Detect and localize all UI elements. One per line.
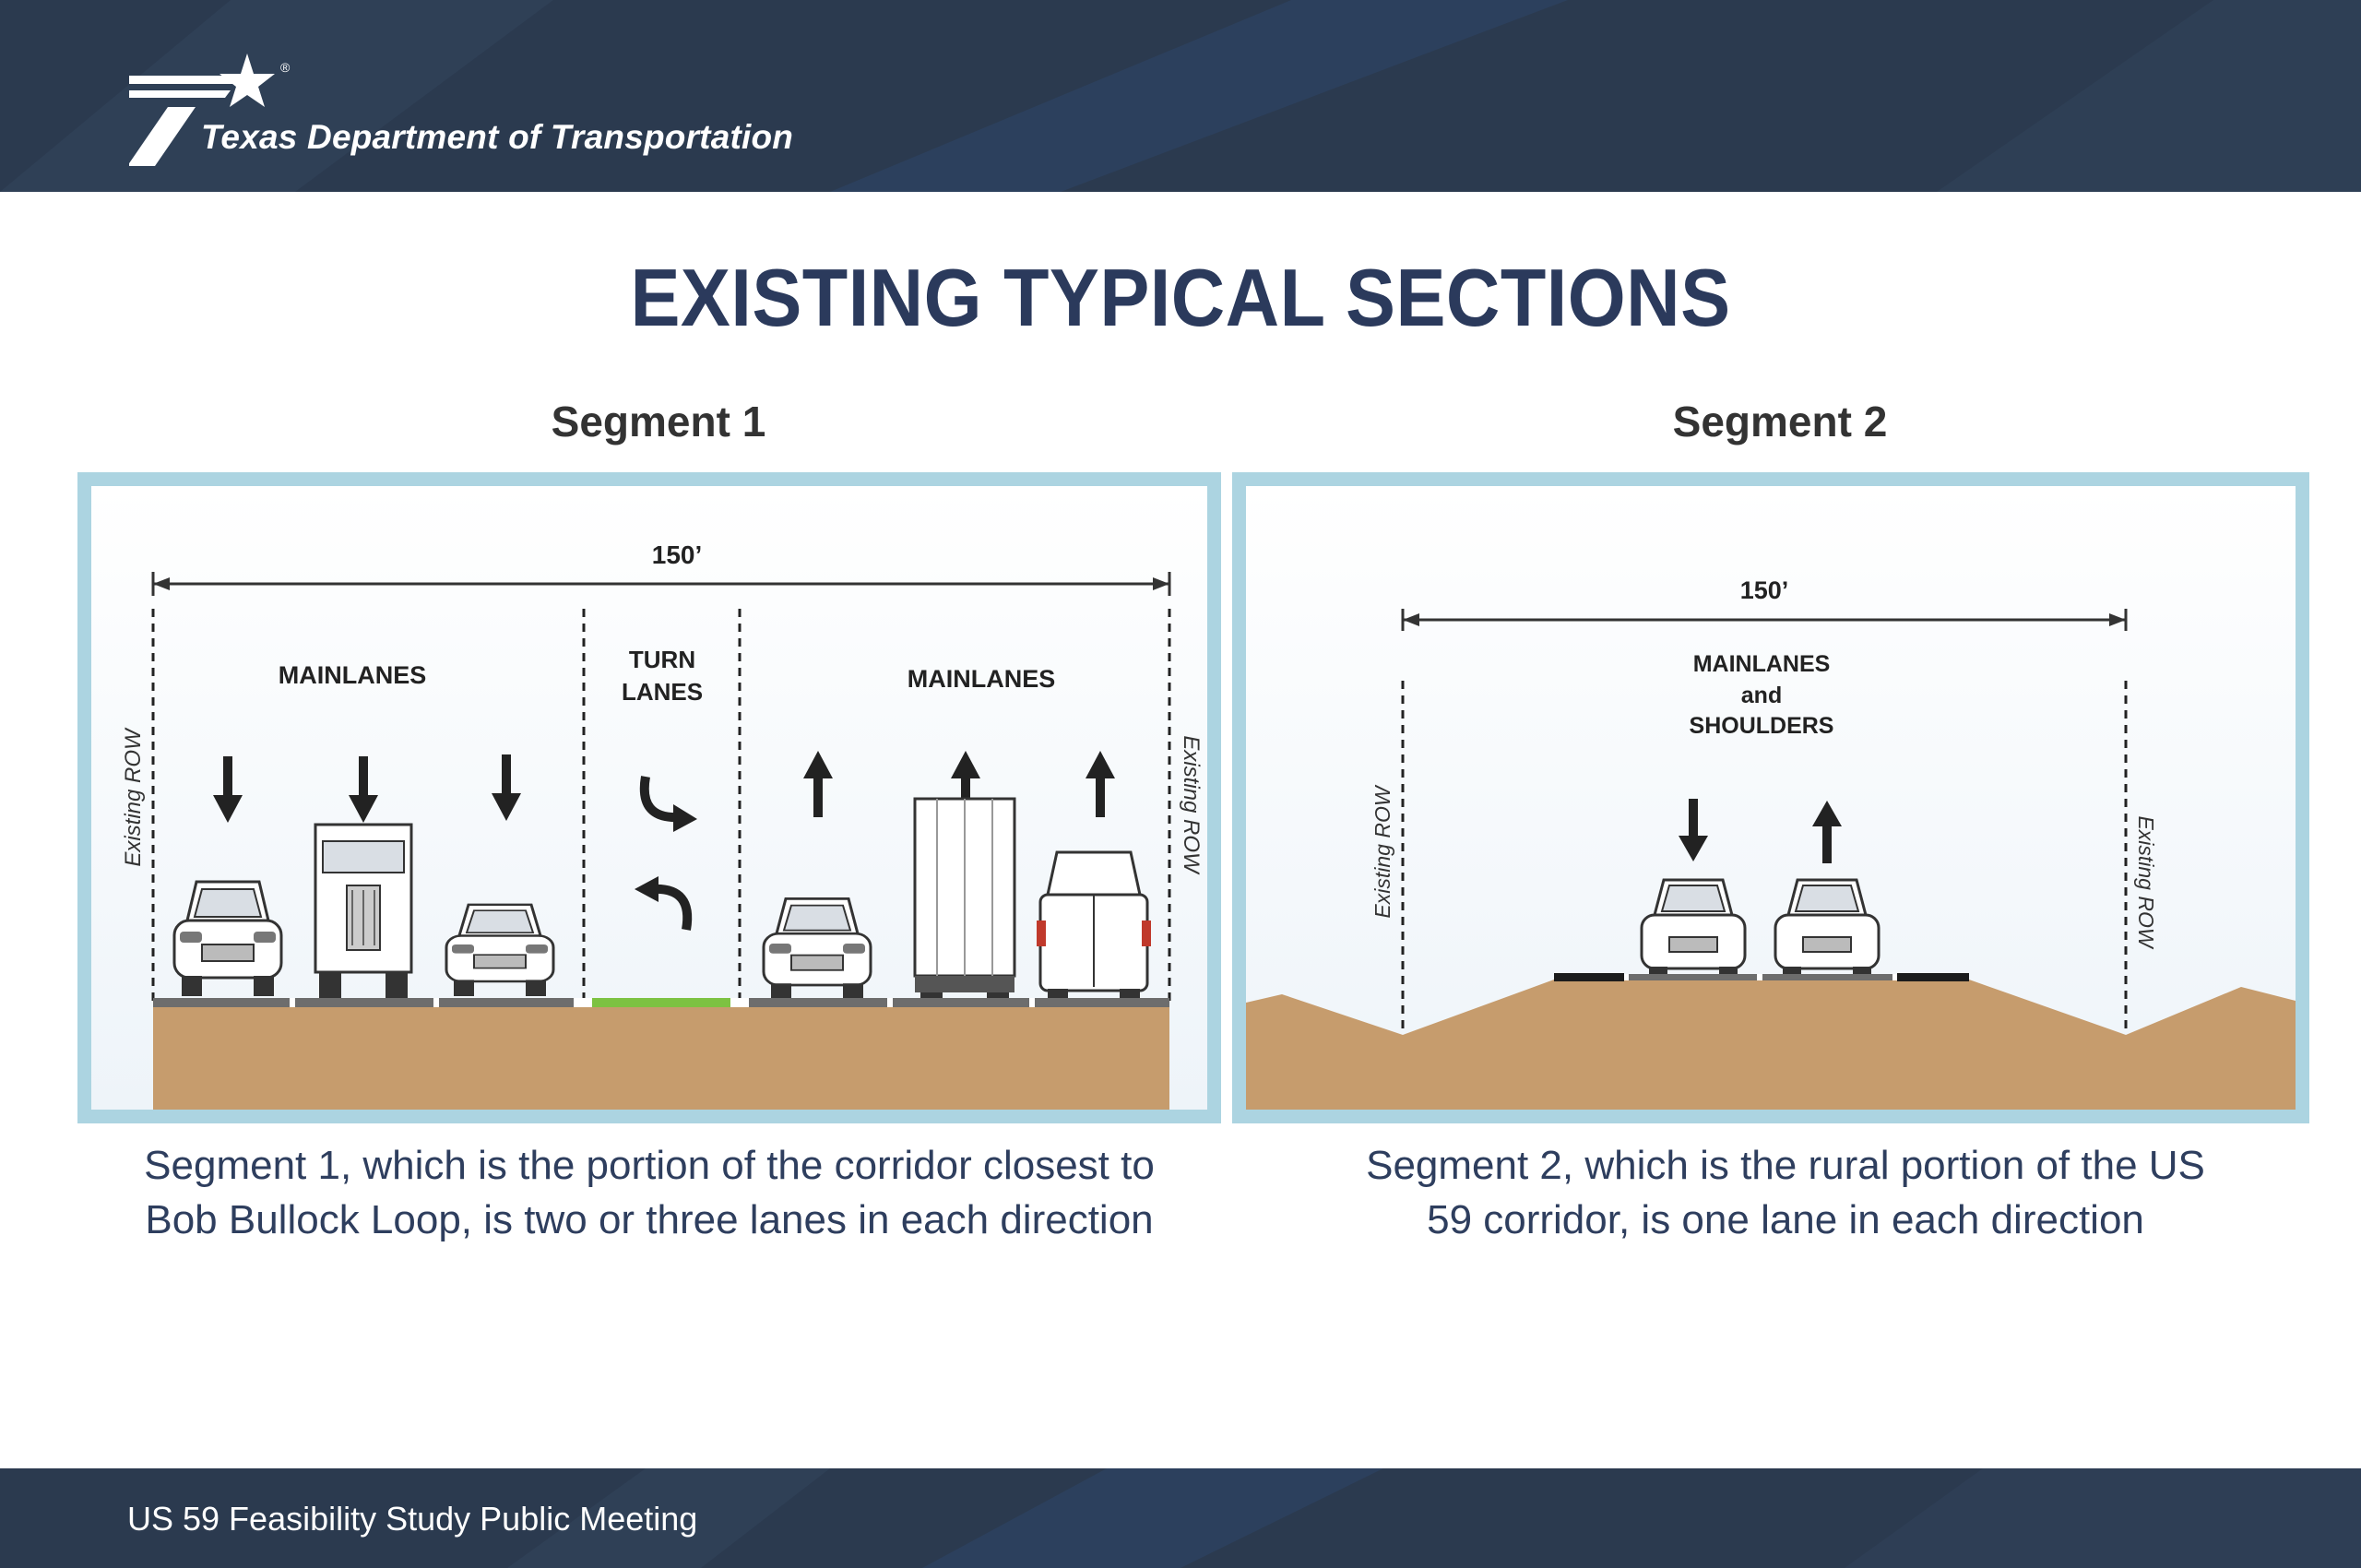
segment2-right-row-label: Existing ROW bbox=[2134, 815, 2158, 949]
header-banner: ® Texas Department of Transportation bbox=[0, 0, 2361, 192]
southbound-semi-truck-icon bbox=[314, 823, 413, 1002]
southbound-arrow-icon bbox=[213, 756, 243, 823]
segment2-terrain bbox=[1246, 980, 2296, 1110]
segment1-turn-lanes-label-line2: LANES bbox=[622, 678, 703, 706]
page-title: EXISTING TYPICAL SECTIONS bbox=[630, 252, 1731, 343]
footer-background-decoration bbox=[507, 1468, 2361, 1568]
segment1-right-row-label: Existing ROW bbox=[1179, 735, 1204, 875]
segment1-cross-section-diagram: 150’ Existing ROW Existing ROW MAINLANES… bbox=[77, 472, 1221, 1123]
segment2-label-line2: and bbox=[1741, 683, 1782, 708]
left-turn-arrow-icon bbox=[639, 776, 697, 832]
segment1-width-label: 150’ bbox=[652, 540, 703, 569]
segment2-dimension-line: 150’ bbox=[1401, 576, 2128, 631]
segment1-boundary-lines bbox=[151, 609, 1171, 1004]
left-shoulder bbox=[1554, 973, 1624, 981]
southbound-sedan-icon bbox=[445, 903, 555, 998]
southbound-suv-icon bbox=[172, 880, 283, 998]
segment2-caption-line1: Segment 2, which is the rural portion of… bbox=[1366, 1143, 2205, 1188]
segment1-left-row-label: Existing ROW bbox=[121, 727, 146, 867]
registered-mark: ® bbox=[280, 60, 291, 75]
footer-text: US 59 Feasibility Study Public Meeting bbox=[127, 1500, 698, 1538]
segment1-caption-line1: Segment 1, which is the portion of the c… bbox=[144, 1143, 1155, 1188]
northbound-arrow-icon bbox=[803, 751, 833, 817]
segment2-cross-section-diagram: 150’ Existing ROW Existing ROW MAINLANES… bbox=[1232, 472, 2309, 1123]
segment1-turn-lanes-label-line1: TURN bbox=[629, 646, 695, 673]
segment2-caption: Segment 2, which is the rural portion of… bbox=[1232, 1138, 2339, 1247]
segment2-boundary-lines bbox=[1401, 681, 2128, 1035]
segment2-caption-line2: 59 corridor, is one lane in each directi… bbox=[1427, 1197, 2144, 1242]
segment1-heading: Segment 1 bbox=[551, 398, 766, 445]
southbound-arrow-icon bbox=[349, 756, 378, 823]
segment2-label-line3: SHOULDERS bbox=[1690, 713, 1834, 739]
turn-lane-median bbox=[592, 998, 730, 1009]
segment2-left-row-label: Existing ROW bbox=[1370, 784, 1394, 918]
segment1-pavement bbox=[153, 998, 1169, 1009]
footer-banner: US 59 Feasibility Study Public Meeting bbox=[0, 1468, 2361, 1568]
right-shoulder bbox=[1897, 973, 1969, 981]
segment1-caption-line2: Bob Bullock Loop, is two or three lanes … bbox=[145, 1197, 1154, 1242]
segment1-caption: Segment 1, which is the portion of the c… bbox=[77, 1138, 1221, 1247]
segment1-northbound-mainlanes-label: MAINLANES bbox=[908, 665, 1056, 693]
northbound-van-icon bbox=[1035, 850, 1153, 1011]
right-turn-arrow-icon bbox=[635, 876, 693, 931]
segment1-dimension-line: 150’ bbox=[151, 540, 1171, 596]
txdot-star-logo-icon: ® bbox=[129, 53, 291, 166]
txdot-logo[interactable]: ® Texas Department of Transportation bbox=[129, 53, 793, 173]
southbound-arrow-icon bbox=[1679, 799, 1708, 861]
segment2-pavement bbox=[1554, 973, 1969, 981]
segment1-southbound-mainlanes-label: MAINLANES bbox=[279, 661, 427, 689]
segment1-soil bbox=[153, 1007, 1169, 1110]
brand-name: Texas Department of Transportation bbox=[201, 118, 794, 156]
header-background-decoration bbox=[0, 0, 2361, 192]
northbound-arrow-icon bbox=[1086, 751, 1115, 817]
southbound-sedan-icon bbox=[1640, 878, 1747, 987]
northbound-sedan-icon bbox=[1774, 878, 1880, 987]
segment2-heading: Segment 2 bbox=[1672, 398, 1888, 445]
northbound-sedan-icon bbox=[762, 897, 872, 1004]
segment2-width-label: 150’ bbox=[1740, 576, 1789, 604]
segment2-label-line1: MAINLANES bbox=[1693, 651, 1831, 677]
northbound-box-truck-icon bbox=[913, 797, 1016, 1009]
southbound-arrow-icon bbox=[492, 754, 521, 821]
northbound-arrow-icon bbox=[1812, 801, 1842, 863]
